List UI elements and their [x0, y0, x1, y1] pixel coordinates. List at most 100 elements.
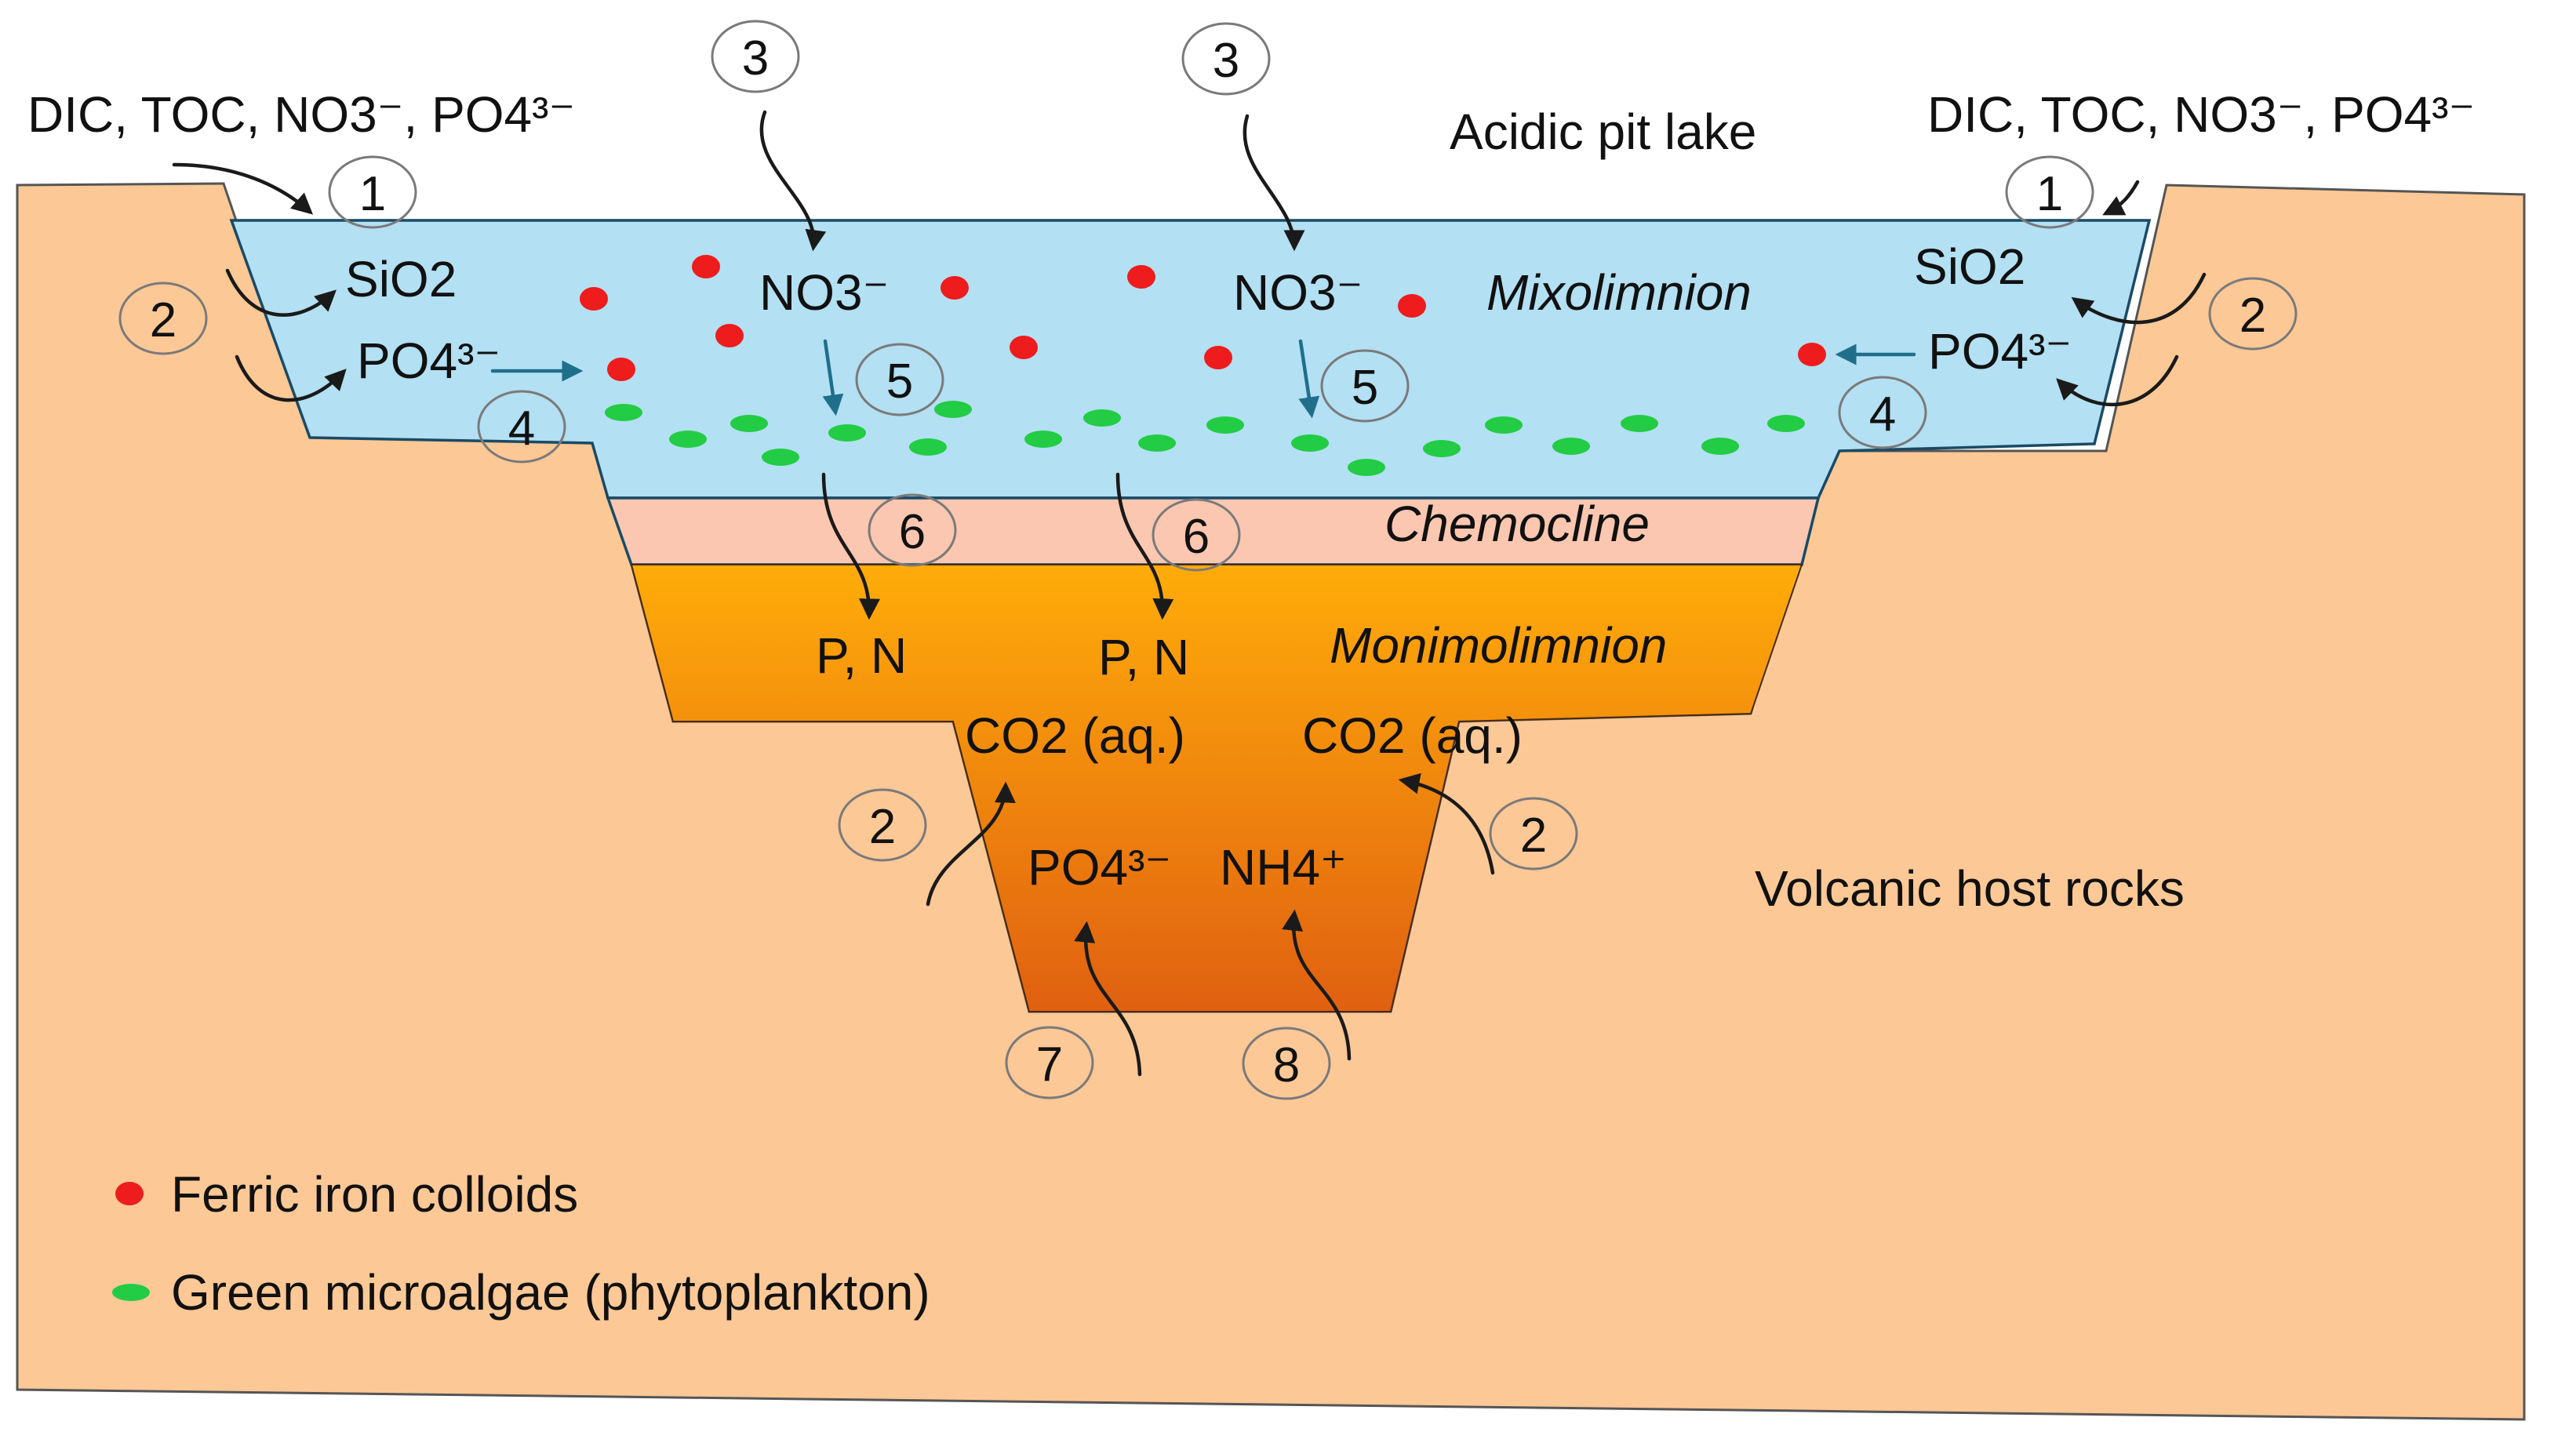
ferric-colloid	[715, 324, 744, 347]
legend-ferric-label: Ferric iron colloids	[171, 1166, 578, 1223]
sio2-label-left: SiO2	[345, 251, 457, 307]
inputs-label-left: DIC, TOC, NO3⁻, PO4³⁻	[27, 86, 575, 143]
pn-label-left: P, N	[816, 627, 907, 684]
arrow-nh4-deep	[1282, 909, 1352, 1061]
inputs-label-right: DIC, TOC, NO3⁻, PO4³⁻	[1927, 86, 2475, 143]
microalga	[605, 404, 642, 421]
co2-label-left: CO2 (aq.)	[965, 707, 1185, 764]
ferric-colloid	[607, 358, 635, 381]
process-marker-3-left	[711, 20, 800, 93]
ferric-colloid	[692, 255, 720, 278]
arrow-sio2-right	[2071, 272, 2207, 325]
po4-label-deep: PO4³⁻	[1028, 839, 1171, 896]
microalga	[934, 401, 972, 418]
arrow-no3-left	[759, 110, 827, 252]
process-number-4-right: 4	[1869, 387, 1896, 442]
microalga	[1767, 415, 1805, 432]
process-marker-2-right	[2208, 277, 2298, 351]
microalga	[669, 431, 707, 448]
process-marker-4-right	[1838, 376, 1927, 449]
microalga	[1348, 459, 1385, 476]
arrow-input-left	[172, 162, 314, 215]
process-marker-7	[1005, 1026, 1094, 1099]
process-number-1-left: 1	[359, 167, 386, 221]
microalga	[1291, 434, 1329, 452]
microalga	[730, 415, 768, 432]
microalga	[1024, 431, 1062, 448]
microalga	[1138, 434, 1176, 452]
po4-label-left: PO4³⁻	[357, 333, 500, 389]
process-marker-3-right	[1181, 22, 1271, 96]
process-marker-1-right	[2005, 155, 2094, 229]
process-number-2-left: 2	[150, 293, 176, 347]
monimolimnion-label: Monimolimnion	[1330, 617, 1667, 674]
microalga	[1083, 409, 1121, 427]
legend-algae-marker	[112, 1284, 150, 1301]
arrow-input-right	[2102, 180, 2140, 216]
microalga	[1701, 438, 1739, 455]
ferric-colloid	[1204, 346, 1232, 369]
ferric-colloid	[1798, 343, 1826, 366]
process-marker-2-bottom-left	[838, 788, 927, 862]
microalga	[1552, 438, 1590, 455]
ferric-colloid	[941, 276, 969, 300]
arrow-no3-uptake-right	[1298, 339, 1320, 419]
process-number-6-left: 6	[899, 505, 926, 559]
legend: Ferric iron colloids Green microalgae (p…	[112, 1166, 930, 1321]
microalga	[1621, 415, 1658, 432]
ferric-colloid	[580, 287, 608, 311]
no3-label-right: NO3⁻	[1233, 264, 1363, 321]
process-number-7: 7	[1036, 1038, 1063, 1092]
process-number-2-bottom-left: 2	[869, 800, 896, 854]
no3-label-left: NO3⁻	[759, 264, 889, 321]
process-number-5-left: 5	[886, 354, 913, 409]
process-markers: 1 1 2 2 2 2 3 3 4 4 5 5 6 6 7 8	[118, 20, 2298, 1100]
ferric-colloid	[1127, 265, 1155, 289]
legend-ferric-marker	[115, 1182, 144, 1205]
pit-lake-title: Acidic pit lake	[1450, 104, 1756, 160]
microalga	[828, 424, 866, 442]
legend-algae-label: Green microalgae (phytoplankton)	[171, 1264, 930, 1321]
process-marker-6-right	[1152, 498, 1241, 572]
microalga	[1485, 416, 1523, 434]
microalgae	[605, 401, 1805, 476]
process-number-3-right: 3	[1213, 34, 1239, 88]
process-number-4-left: 4	[508, 402, 535, 456]
sio2-label-right: SiO2	[1914, 238, 2025, 295]
process-number-1-right: 1	[2036, 167, 2063, 221]
arrow-sio2-left	[225, 268, 337, 317]
nh4-label-deep: NH4⁺	[1220, 839, 1347, 896]
arrow-no3-uptake-left	[822, 339, 844, 416]
process-number-2-bottom-right: 2	[1520, 809, 1547, 863]
process-marker-1-left	[328, 155, 417, 229]
arrow-po4-left	[235, 354, 347, 402]
process-number-6-right: 6	[1183, 510, 1210, 564]
flux-arrows	[172, 110, 2207, 1077]
microalga	[909, 438, 947, 456]
mixolimnion-label: Mixolimnion	[1486, 264, 1752, 321]
process-marker-8	[1242, 1027, 1331, 1100]
co2-label-right: CO2 (aq.)	[1302, 707, 1523, 764]
microalga	[1423, 440, 1461, 457]
process-marker-2-bottom-right	[1489, 797, 1578, 870]
host-rocks-label: Volcanic host rocks	[1755, 860, 2185, 917]
process-marker-6-left	[868, 493, 957, 567]
monimolimnion-layer	[630, 564, 1803, 1012]
process-number-2-right: 2	[2239, 289, 2266, 343]
arrow-no3-right	[1243, 114, 1305, 252]
ferric-colloid	[1010, 336, 1038, 359]
process-marker-4-left	[477, 390, 566, 463]
arrow-co2-right	[1398, 772, 1495, 875]
arrow-po4-right	[2056, 354, 2179, 406]
process-marker-2-left	[118, 282, 208, 355]
pn-label-right: P, N	[1098, 629, 1189, 685]
arrow-po4-deep	[1074, 921, 1142, 1077]
process-marker-5-right	[1320, 349, 1410, 423]
process-marker-5-left	[855, 343, 944, 416]
process-number-8: 8	[1273, 1038, 1300, 1092]
po4-label-right: PO4³⁻	[1928, 323, 2072, 380]
ferric-colloids	[580, 255, 1826, 381]
arrow-co2-left	[926, 781, 1016, 907]
arrow-settling-left	[821, 472, 881, 620]
